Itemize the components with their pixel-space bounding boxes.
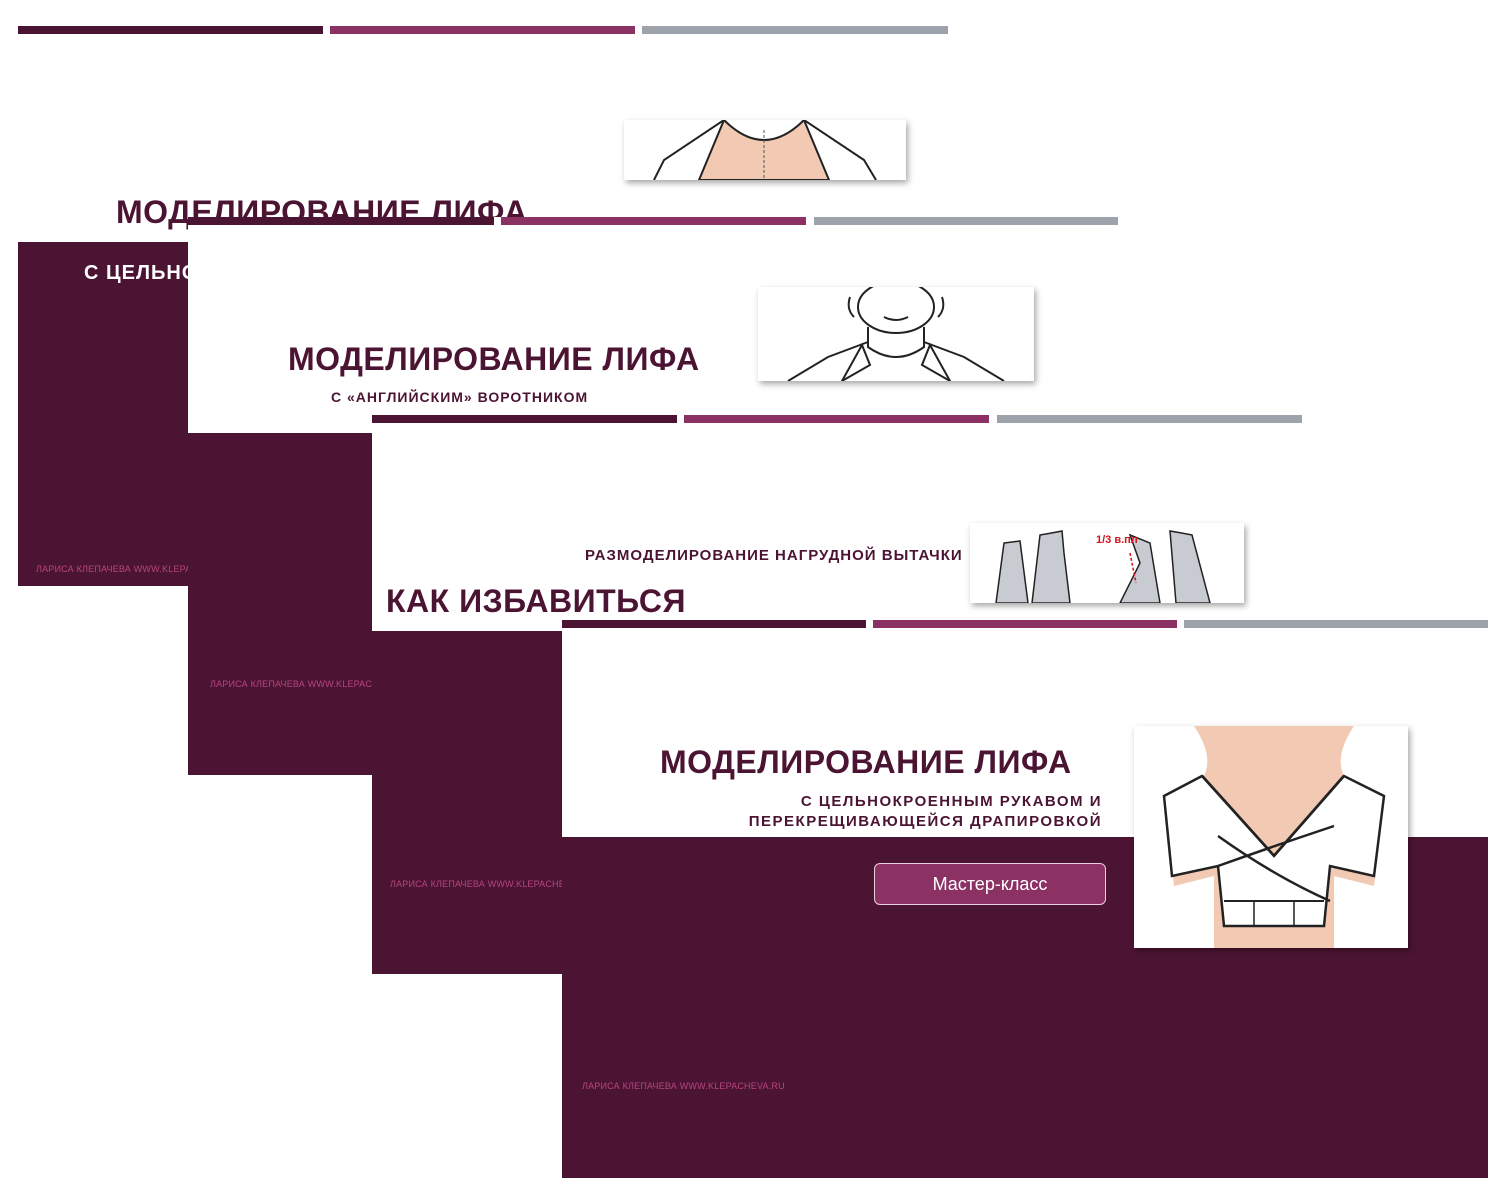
author-footer: ЛАРИСА КЛЕПАЧЕВА WWW.KLEPACHEVA.RU	[582, 1081, 785, 1091]
collar-illustration	[758, 287, 1034, 381]
master-class-button[interactable]: Мастер-класс	[874, 863, 1106, 905]
bar-gray	[997, 415, 1302, 423]
slide-title: МОДЕЛИРОВАНИЕ ЛИФА	[660, 744, 1072, 780]
color-bars	[18, 26, 948, 34]
slide-subtitle: С ЦЕЛЬНОКРОЕННЫМ РУКАВОМ И ПЕРЕКРЕЩИВАЮЩ…	[722, 792, 1102, 832]
color-bars	[562, 620, 1488, 628]
subtitle-line-2: ПЕРЕКРЕЩИВАЮЩЕЙСЯ ДРАПИРОВКОЙ	[748, 813, 1102, 830]
slide-subtitle: РАЗМОДЕЛИРОВАНИЕ НАГРУДНОЙ ВЫТАЧКИ	[585, 547, 963, 564]
bar-plum	[188, 217, 494, 225]
pattern-illustration: 1/3 в.пл	[970, 523, 1244, 603]
bar-magenta	[684, 415, 989, 423]
subtitle-line-1: С ЦЕЛЬНОКРОЕННЫМ РУКАВОМ И	[800, 793, 1102, 810]
pattern-label: 1/3 в.пл	[1096, 534, 1138, 546]
slide-title: КАК ИЗБАВИТЬСЯ	[386, 583, 686, 619]
slide-4: МОДЕЛИРОВАНИЕ ЛИФА С ЦЕЛЬНОКРОЕННЫМ РУКА…	[562, 620, 1488, 1178]
bar-plum	[372, 415, 677, 423]
bar-magenta	[873, 620, 1177, 628]
slide-subtitle: С «АНГЛИЙСКИМ» ВОРОТНИКОМ	[331, 389, 589, 405]
bar-magenta	[501, 217, 806, 225]
slide-title: МОДЕЛИРОВАНИЕ ЛИФА	[288, 341, 700, 377]
draped-bodice-illustration	[1134, 726, 1408, 948]
author-footer: ЛАРИСА КЛЕПАЧЕВА WWW.KLEPACHEVA.RU	[390, 879, 593, 889]
bar-gray	[642, 26, 948, 34]
bar-magenta	[330, 26, 635, 34]
bodice-illustration	[624, 120, 906, 180]
bar-gray	[814, 217, 1118, 225]
author-footer: ЛАРИСА КЛЕПАЧЕВА WWW.KLEPACHEVA.RU	[210, 679, 413, 689]
color-bars	[188, 217, 1118, 225]
color-bars	[372, 415, 1302, 423]
bar-plum	[18, 26, 323, 34]
bar-gray	[1184, 620, 1488, 628]
author-footer: ЛАРИСА КЛЕПАЧЕВА WWW.KLEPACHEVA.RU	[36, 564, 239, 574]
bar-plum	[562, 620, 866, 628]
